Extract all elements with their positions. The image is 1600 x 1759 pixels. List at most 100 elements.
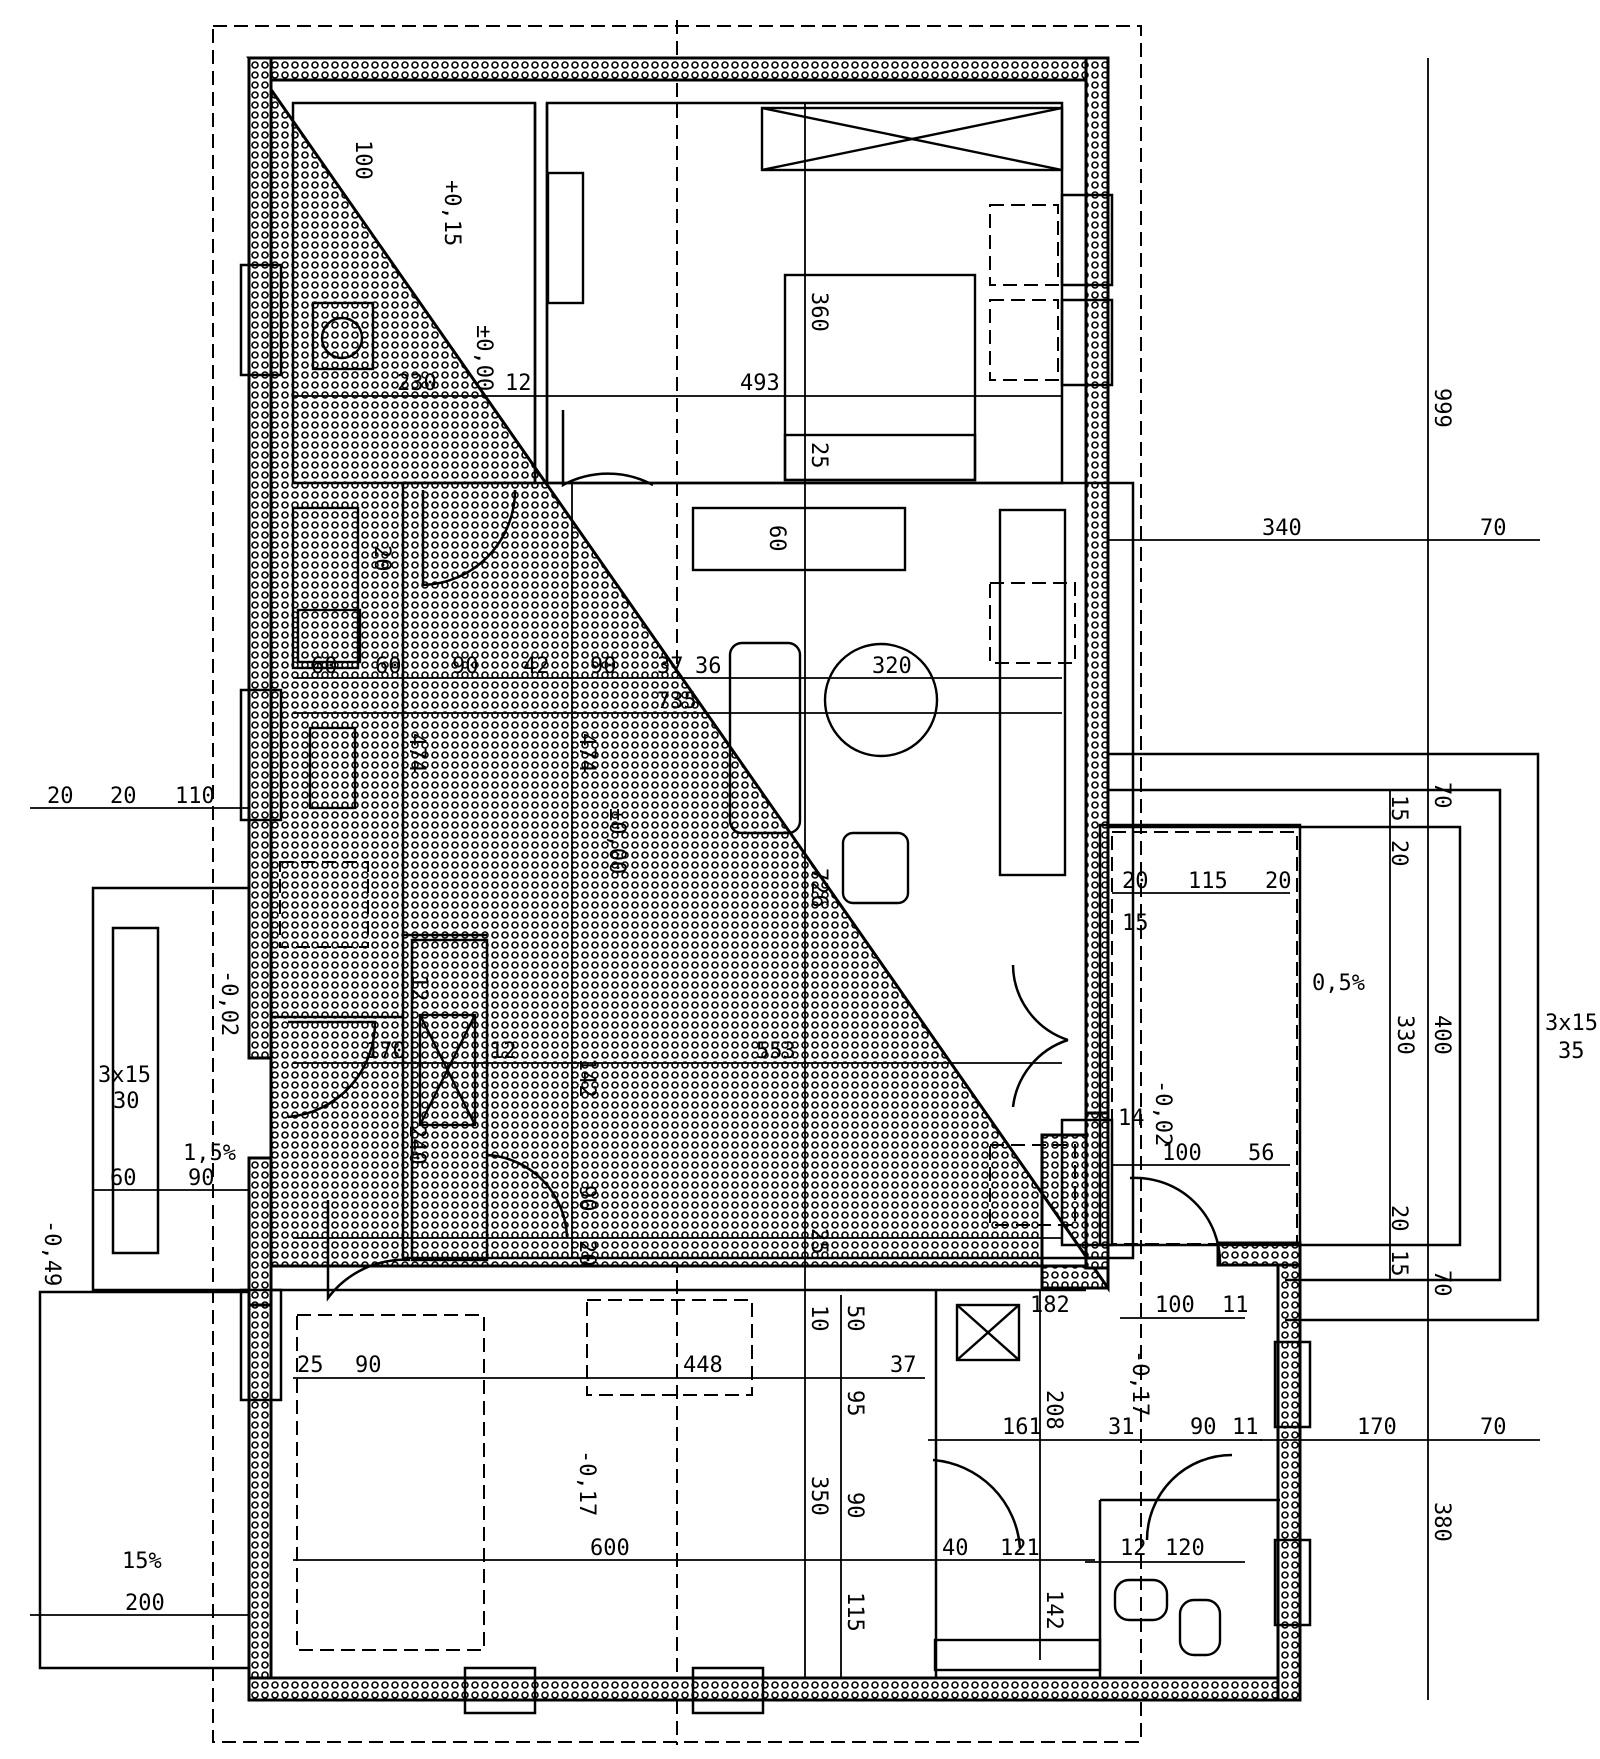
- dim-60-w: 60: [110, 1166, 137, 1191]
- dim-448: 448: [683, 1353, 723, 1378]
- dim-360: 360: [806, 292, 831, 332]
- dim-20-t4: 20: [1386, 1205, 1411, 1232]
- dim-161: 161: [1002, 1415, 1042, 1440]
- dimension-lines: [30, 58, 1540, 1700]
- dim-553: 553: [756, 1039, 796, 1064]
- dim-474-a: 474: [404, 733, 429, 773]
- level-west: -0,02: [216, 970, 241, 1036]
- dim-90-c: 90: [574, 1185, 599, 1212]
- slope-west: 1,5%: [183, 1141, 236, 1166]
- dim-20-t1: 20: [1386, 840, 1411, 867]
- dim-25-c: 25: [806, 1228, 831, 1255]
- dim-11-a: 11: [1222, 1293, 1249, 1318]
- furniture: [279, 106, 1222, 1672]
- dim-20-kit: 20: [369, 545, 394, 572]
- dim-90-g: 90: [355, 1353, 382, 1378]
- dim-36: 36: [695, 654, 722, 679]
- slope-garden: 15%: [122, 1549, 162, 1574]
- dim-400: 400: [1429, 1015, 1454, 1055]
- dim-115: 115: [1188, 869, 1228, 894]
- stairs-west-line1: 3x15: [98, 1063, 151, 1088]
- dim-70-r3: 70: [1429, 1270, 1454, 1297]
- dim-90-a: 90: [452, 654, 479, 679]
- dim-20-l1: 20: [47, 784, 74, 809]
- dim-142-a: 142: [574, 1058, 599, 1098]
- dim-110: 110: [175, 784, 215, 809]
- dim-12-c: 12: [490, 1039, 517, 1064]
- dim-735: 735: [657, 689, 697, 714]
- dim-20-t2: 20: [1122, 869, 1149, 894]
- dim-20-l2: 20: [110, 784, 137, 809]
- dim-12-b: 12: [406, 975, 431, 1002]
- dim-320: 320: [872, 654, 912, 679]
- stairs-east-line2: 35: [1558, 1039, 1585, 1064]
- level-living: ±0,00: [604, 808, 629, 874]
- level-utility: -0,17: [1127, 1350, 1152, 1416]
- dim-330: 330: [1392, 1015, 1417, 1055]
- dim-60-b: 60: [375, 654, 402, 679]
- slope-labels: 0,5% 1,5% 15% 3x15 30 3x15 35: [98, 971, 1598, 1574]
- dim-70-r1: 70: [1480, 516, 1507, 541]
- dim-90-u: 90: [1190, 1415, 1217, 1440]
- level-labels: +0,15 ±0,00 ±0,00 -0,02 -0,02 -0,17 -0,1…: [39, 180, 1175, 1516]
- level-terrace: -0,02: [1150, 1080, 1175, 1146]
- dimension-labels: 100 230 12 493 360 25 999 20 60 340 70 6…: [47, 140, 1507, 1632]
- dim-121: 121: [1000, 1536, 1040, 1561]
- dim-37-a: 37: [657, 654, 684, 679]
- doors: [287, 410, 1233, 1549]
- dim-70-r4: 70: [1480, 1415, 1507, 1440]
- dim-42: 42: [523, 654, 550, 679]
- dim-90-b: 90: [590, 654, 617, 679]
- dim-15-c: 15: [1386, 1250, 1411, 1277]
- dim-12-a: 12: [505, 371, 532, 396]
- dim-20-t3: 20: [1265, 869, 1292, 894]
- dim-170-b: 170: [1357, 1415, 1397, 1440]
- dim-70-r2: 70: [1429, 782, 1454, 809]
- dim-90-w: 90: [188, 1166, 215, 1191]
- exterior-walls: [246, 56, 1302, 1702]
- dim-50: 50: [842, 1305, 867, 1332]
- dim-340: 340: [1262, 516, 1302, 541]
- dim-380: 380: [1429, 1502, 1454, 1542]
- level-wc: ±0,00: [471, 325, 496, 391]
- slope-terrace: 0,5%: [1312, 971, 1365, 996]
- dim-208: 208: [1041, 1390, 1066, 1430]
- dim-999: 999: [1429, 388, 1454, 428]
- dim-120: 120: [1165, 1536, 1205, 1561]
- level-bath: +0,15: [439, 180, 464, 246]
- dim-10: 10: [806, 1305, 831, 1332]
- dim-100-t: 100: [1162, 1141, 1202, 1166]
- dim-56: 56: [1248, 1141, 1275, 1166]
- dim-182: 182: [1030, 1293, 1070, 1318]
- dim-240: 240: [404, 1125, 429, 1165]
- dim-115-v: 115: [842, 1592, 867, 1632]
- dim-25-g: 25: [297, 1353, 324, 1378]
- dim-95: 95: [842, 1390, 867, 1417]
- dim-230: 230: [397, 371, 437, 396]
- dim-726: 726: [806, 868, 831, 908]
- dim-11-b: 11: [1232, 1415, 1259, 1440]
- level-garage: -0,17: [574, 1450, 599, 1516]
- dim-40: 40: [942, 1536, 969, 1561]
- dim-25-bed: 25: [806, 442, 831, 469]
- dim-31: 31: [1108, 1415, 1135, 1440]
- level-outside: -0,49: [39, 1220, 64, 1286]
- stairs-west-line2: 30: [113, 1089, 140, 1114]
- terraces: [38, 752, 1540, 1670]
- stairs-east-line1: 3x15: [1545, 1011, 1598, 1036]
- dim-15-b: 15: [1122, 911, 1149, 936]
- dim-493: 493: [740, 371, 780, 396]
- dim-600: 600: [590, 1536, 630, 1561]
- dim-20-c: 20: [574, 1240, 599, 1267]
- dim-90-v: 90: [842, 1492, 867, 1519]
- dim-100-u: 100: [1155, 1293, 1195, 1318]
- dim-350: 350: [806, 1476, 831, 1516]
- dim-60-a: 60: [311, 654, 338, 679]
- dim-142-b: 142: [1041, 1590, 1066, 1630]
- dim-37-b: 37: [890, 1353, 917, 1378]
- dim-14: 14: [1118, 1106, 1145, 1131]
- dim-474-b: 474: [574, 733, 599, 773]
- dim-200: 200: [125, 1591, 165, 1616]
- dim-60-fr: 60: [764, 525, 789, 552]
